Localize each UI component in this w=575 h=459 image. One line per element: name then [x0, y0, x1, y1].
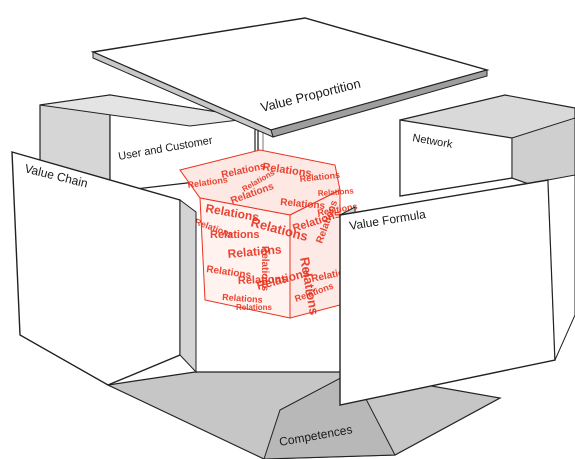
cube-word: Relations	[280, 197, 326, 212]
top-panel: Value Proportition	[90, 17, 490, 138]
cube-word: Relations	[259, 246, 270, 291]
cube-word: Relations	[238, 273, 288, 287]
front-right-panel: Value Formula	[339, 174, 575, 406]
cube-word: Relations	[318, 186, 355, 198]
cube-word: Relations	[236, 303, 273, 312]
relations-word-cube: RelationsRelationsRelationsRelationsRela…	[179, 149, 358, 319]
cube-word: Relations	[227, 242, 282, 261]
bottom-panel: Competences	[105, 371, 502, 459]
cube-word: Relations	[299, 170, 340, 184]
cube-word: Relations	[222, 292, 263, 305]
cube-word: Relations	[210, 229, 260, 241]
front-left-panel: Value Chain	[11, 151, 197, 386]
